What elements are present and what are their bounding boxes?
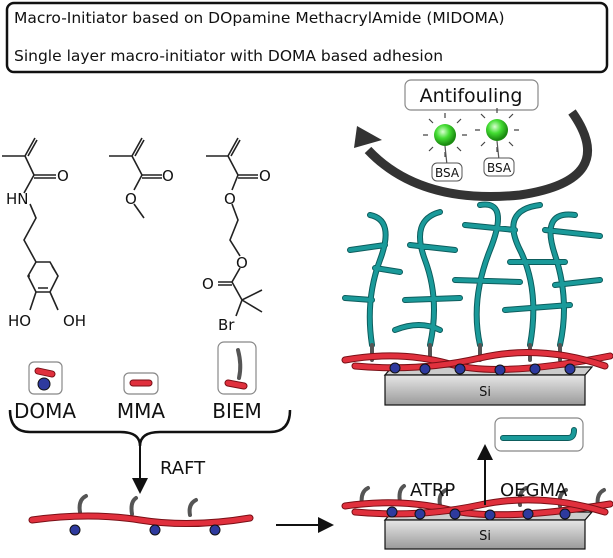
atom-ho: HO	[8, 312, 31, 330]
substrate-label: Si	[479, 385, 491, 400]
mma-structure: O O	[109, 137, 174, 219]
header-title: Macro-Initiator based on DOpamine Methac…	[14, 9, 505, 27]
macro-initiator-chain	[28, 494, 254, 536]
doma-icon	[28, 361, 63, 395]
repel-arrow-head	[354, 126, 382, 148]
header-subtitle: Single layer macro-initiator with DOMA b…	[14, 47, 443, 65]
atom-o: O	[224, 190, 236, 208]
protein-icon: BSA	[423, 113, 467, 182]
atom-oh: OH	[63, 312, 86, 330]
brush-coated-substrate: Si	[341, 201, 613, 406]
mma-icon	[123, 372, 159, 395]
protein-label: BSA	[487, 161, 512, 175]
atom-o: O	[259, 167, 271, 185]
protein-icon: BSA	[475, 108, 519, 177]
oegma-icon	[494, 417, 584, 452]
monomer-label-biem: BIEM	[212, 399, 262, 423]
oegma-label: OEGMA	[500, 480, 568, 501]
atom-o: O	[57, 167, 69, 185]
biem-structure: O O O O Br	[202, 137, 271, 334]
raft-label: RAFT	[160, 458, 206, 479]
antifouling-group: Antifouling BSA BSA	[354, 79, 593, 202]
protein-label: BSA	[435, 166, 460, 180]
header-box: Macro-Initiator based on DOpamine Methac…	[5, 1, 609, 74]
atom-o: O	[125, 190, 137, 208]
doma-structure: O HN HO OH	[2, 137, 86, 330]
atom-hn: HN	[6, 190, 29, 208]
monomer-label-doma: DOMA	[14, 399, 76, 423]
atom-o: O	[202, 275, 214, 293]
initiator-coated-substrate: Si	[341, 484, 613, 550]
monomer-label-mma: MMA	[117, 399, 166, 423]
polymer-brush	[342, 201, 603, 348]
atom-o: O	[162, 167, 174, 185]
substrate-label: Si	[479, 529, 491, 544]
antifouling-label: Antifouling	[420, 85, 523, 107]
atom-br: Br	[218, 316, 235, 334]
biem-icon	[217, 341, 257, 395]
atrp-label: ATRP	[410, 480, 455, 501]
repel-arrow	[364, 109, 593, 202]
atom-o: O	[236, 254, 248, 272]
